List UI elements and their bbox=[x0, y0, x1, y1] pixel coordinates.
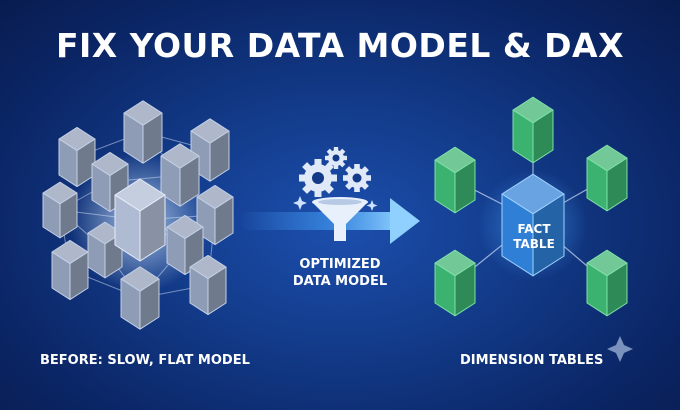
flat-model-network bbox=[42, 100, 234, 330]
fact-label-line2: TABLE bbox=[513, 237, 555, 251]
dimension-cube bbox=[586, 144, 628, 212]
optimized-model-label: OPTIMIZED DATA MODEL bbox=[280, 256, 400, 290]
transform-arrow-shaft bbox=[240, 212, 400, 230]
dimension-cube bbox=[434, 146, 476, 214]
dimension-cube bbox=[586, 249, 628, 317]
sparkle-icon bbox=[366, 200, 378, 211]
sparkle-icon bbox=[607, 336, 633, 362]
fact-table-label: FACT TABLE bbox=[494, 222, 574, 252]
sparkle-icon bbox=[293, 196, 307, 210]
dimension-cube-group bbox=[434, 96, 628, 317]
dimension-cube bbox=[434, 249, 476, 317]
gray-cube bbox=[196, 184, 234, 246]
dimension-cube bbox=[512, 96, 554, 164]
optimized-label-line1: OPTIMIZED bbox=[299, 257, 381, 272]
before-caption: BEFORE: SLOW, FLAT MODEL bbox=[40, 353, 250, 368]
gray-cube bbox=[51, 239, 89, 301]
dimension-tables-caption: DIMENSION TABLES bbox=[460, 353, 604, 368]
gray-cube bbox=[120, 266, 160, 330]
gray-cube-group bbox=[42, 100, 234, 330]
arrow-icon bbox=[390, 198, 420, 244]
gray-cube bbox=[123, 100, 163, 164]
gear-icon bbox=[343, 164, 371, 192]
gear-icon bbox=[325, 147, 347, 169]
gray-cube bbox=[114, 178, 166, 262]
star-schema bbox=[434, 96, 628, 317]
fact-table-cube bbox=[501, 173, 565, 277]
gray-cube bbox=[189, 254, 227, 316]
fact-label-line1: FACT bbox=[517, 222, 551, 236]
gray-cube bbox=[42, 181, 78, 239]
gray-cube bbox=[160, 143, 200, 207]
funnel-icon bbox=[312, 197, 368, 241]
optimized-label-line2: DATA MODEL bbox=[292, 274, 388, 289]
gray-cube bbox=[58, 126, 96, 188]
banner-title: FIX YOUR DATA MODEL & DAX bbox=[55, 26, 625, 65]
